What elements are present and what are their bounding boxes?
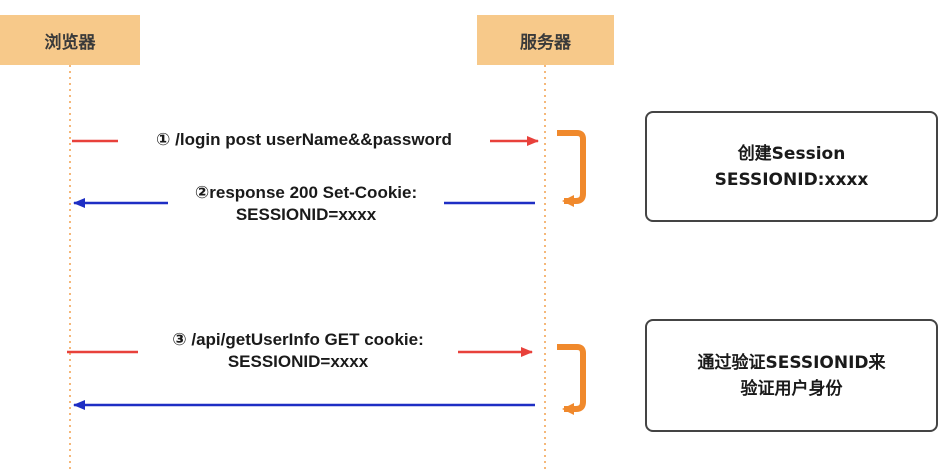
verify-session-note: 通过验证SESSIONID来 验证用户身份 — [645, 319, 938, 432]
browser-actor: 浏览器 — [0, 15, 140, 65]
create-session-note-line2: SESSIONID:xxxx — [714, 169, 869, 190]
verify-session-self-arrow — [557, 344, 586, 415]
login-response-text-line2: SESSIONID=xxxx — [235, 205, 377, 224]
login-request-text: ① /login post userName&&password — [156, 130, 452, 149]
server-actor-label: 服务器 — [520, 32, 571, 53]
create-session-note-line1: 创建Session — [737, 143, 846, 164]
login-request-label: ① /login post userName&&password — [118, 129, 490, 151]
getuser-request-text-line2: SESSIONID=xxxx — [227, 352, 369, 371]
server-actor: 服务器 — [477, 15, 614, 65]
getuser-request-label: ③ /api/getUserInfo GET cookie: SESSIONID… — [138, 329, 458, 373]
getuser-request-text-line1: ③ /api/getUserInfo GET cookie: — [172, 330, 424, 349]
create-session-self-arrow — [557, 130, 586, 207]
create-session-note: 创建Session SESSIONID:xxxx — [645, 111, 938, 222]
login-response-label: ②response 200 Set-Cookie: SESSIONID=xxxx — [168, 182, 444, 226]
verify-session-note-line1: 通过验证SESSIONID来 — [697, 352, 886, 373]
browser-actor-label: 浏览器 — [44, 32, 96, 53]
login-response-text-line1: ②response 200 Set-Cookie: — [194, 183, 418, 202]
verify-session-note-line2: 验证用户身份 — [740, 378, 843, 399]
